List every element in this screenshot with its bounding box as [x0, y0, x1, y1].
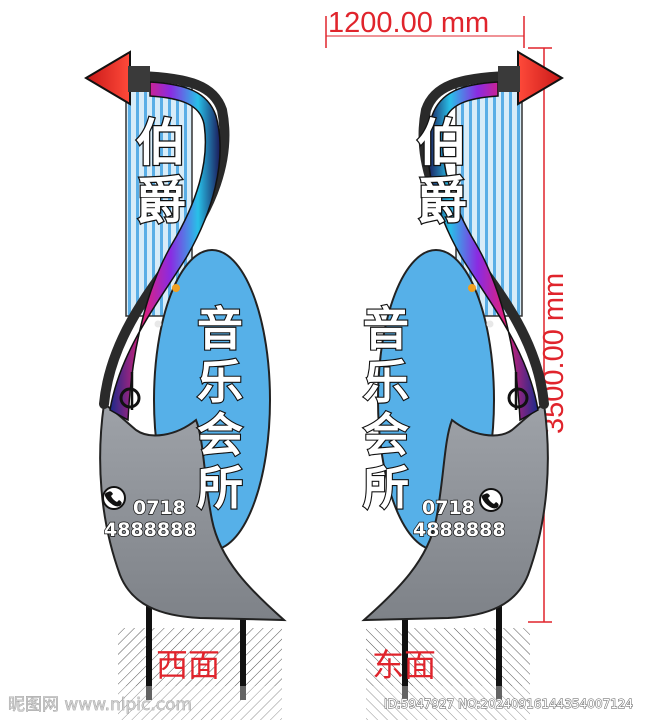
east-subtitle-char-4: 所 [363, 461, 409, 515]
west-name-char-1: 伯 [136, 114, 186, 172]
west-subtitle-char-1: 音 [197, 302, 243, 356]
east-subtitle-char-2: 乐 [363, 355, 409, 409]
west-subtitle-char-4: 所 [197, 461, 243, 515]
west-phone-line-1: 0718 [133, 497, 186, 519]
east-subtitle-char-1: 音 [363, 302, 409, 356]
west-phone-icon [102, 486, 126, 510]
watermark-id: ID:5947927 NO:20240916144354007124 [384, 697, 633, 711]
west-subtitle-char-2: 乐 [197, 355, 243, 409]
east-name-char-1: 伯 [417, 114, 467, 172]
watermark-site: 昵图网 www.nipic.com [8, 695, 192, 715]
west-name-char-2: 爵 [136, 172, 186, 230]
west-sign-subtitle: 音 乐 会 所 [196, 301, 244, 516]
east-sign: 伯 爵 音 乐 会 所 0718 4888888 东面 [363, 52, 562, 720]
width-dimension: 1200.00 mm [325, 7, 525, 48]
east-phone-line-2: 4888888 [413, 519, 506, 541]
watermark: 昵图网 www.nipic.com ID:5947927 NO:20240916… [0, 686, 648, 728]
west-phone-line-2: 4888888 [104, 519, 197, 541]
width-dimension-label: 1200.00 mm [328, 7, 489, 39]
east-face-label: 东面 [372, 646, 436, 684]
east-phone-line-1: 0718 [422, 497, 475, 519]
east-sign-name: 伯 爵 [416, 113, 469, 232]
west-subtitle-char-3: 会 [197, 408, 243, 462]
east-sign-subtitle: 音 乐 会 所 [362, 301, 410, 516]
west-sign: 伯 爵 音 乐 会 所 0718 4888888 西面 [86, 52, 284, 720]
west-face-label: 西面 [156, 646, 220, 684]
east-phone-icon [479, 488, 503, 512]
east-subtitle-char-3: 会 [363, 408, 409, 462]
west-sign-name: 伯 爵 [135, 113, 188, 232]
east-name-char-2: 爵 [417, 172, 467, 230]
